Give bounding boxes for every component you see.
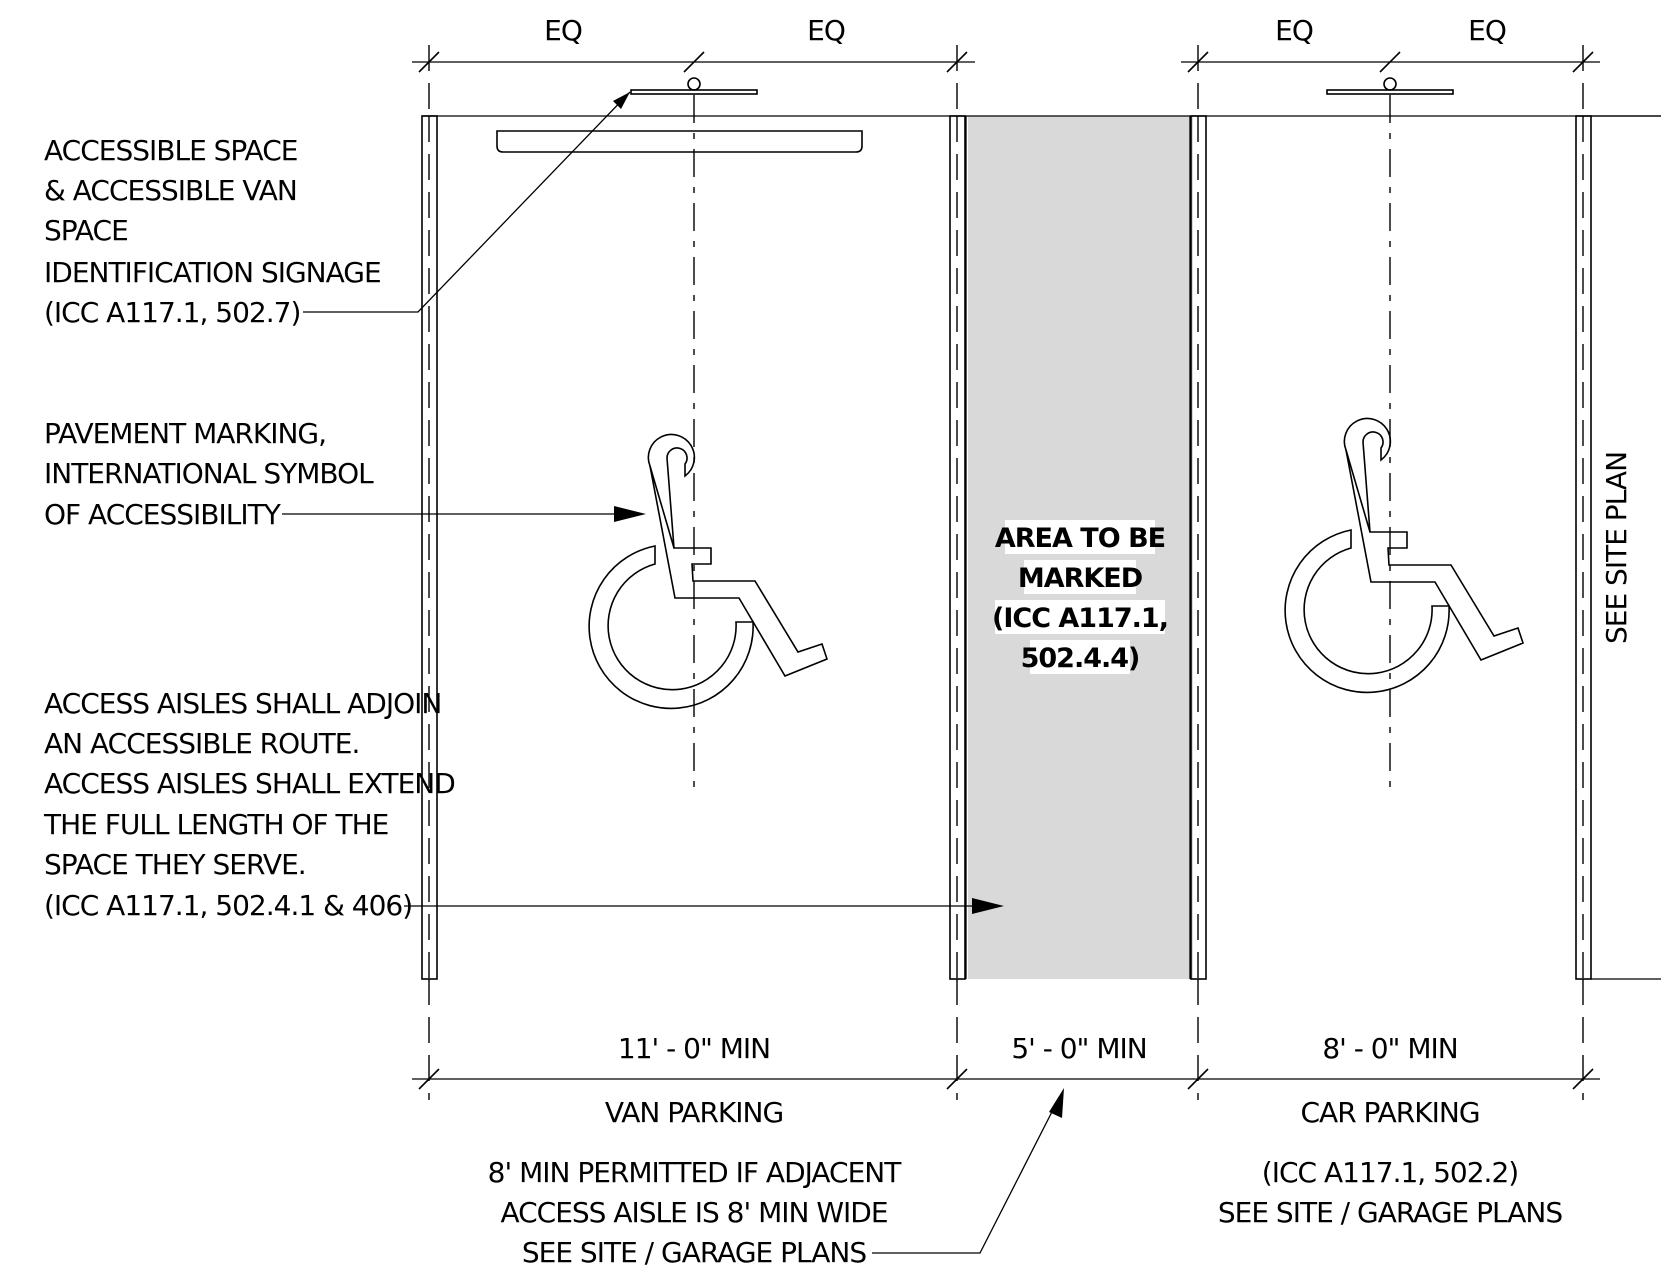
dim-eq-4: EQ <box>1468 14 1506 47</box>
car-reference-note: (ICC A117.1, 502.2) SEE SITE / GARAGE PL… <box>1218 1156 1563 1229</box>
bottom-dimension-line <box>412 1068 1600 1090</box>
dim-van-width: 11' - 0" MIN <box>618 1032 770 1065</box>
svg-text:AN ACCESSIBLE ROUTE.: AN ACCESSIBLE ROUTE. <box>44 727 359 760</box>
dim-eq-1: EQ <box>544 14 582 47</box>
dim-car-width: 8' - 0" MIN <box>1322 1032 1457 1065</box>
svg-text:ACCESS AISLES SHALL EXTEND: ACCESS AISLES SHALL EXTEND <box>44 767 455 800</box>
car-parking-label: CAR PARKING <box>1300 1096 1479 1129</box>
svg-text:(ICC A117.1, 502.2): (ICC A117.1, 502.2) <box>1262 1156 1518 1189</box>
svg-text:(ICC A117.1,: (ICC A117.1, <box>992 603 1168 634</box>
accessibility-symbol-car-icon <box>1284 417 1524 694</box>
van-parking-label: VAN PARKING <box>605 1096 783 1129</box>
svg-text:ACCESS AISLES SHALL ADJOIN: ACCESS AISLES SHALL ADJOIN <box>44 687 441 720</box>
svg-text:& ACCESSIBLE VAN: & ACCESSIBLE VAN <box>44 174 297 207</box>
svg-text:MARKED: MARKED <box>1018 563 1142 594</box>
dim-eq-2: EQ <box>807 14 845 47</box>
see-site-plan-label: SEE SITE PLAN <box>1600 452 1633 644</box>
van-min-note: 8' MIN PERMITTED IF ADJACENT ACCESS AISL… <box>488 1156 904 1269</box>
aisle-area-note: AREA TO BE MARKED (ICC A117.1, 502.4.4) <box>992 520 1169 674</box>
sign-plate-car-icon <box>1326 77 1454 95</box>
top-dimension-lines <box>412 51 1600 73</box>
svg-text:SEE SITE / GARAGE PLANS: SEE SITE / GARAGE PLANS <box>1218 1196 1562 1229</box>
svg-text:502.4.4): 502.4.4) <box>1021 643 1140 674</box>
svg-text:IDENTIFICATION SIGNAGE: IDENTIFICATION SIGNAGE <box>44 256 381 289</box>
dim-eq-3: EQ <box>1275 14 1313 47</box>
access-aisles-note: ACCESS AISLES SHALL ADJOIN AN ACCESSIBLE… <box>43 687 456 922</box>
accessibility-symbol-icon <box>588 433 828 710</box>
dim-aisle-width: 5' - 0" MIN <box>1011 1032 1146 1065</box>
svg-text:SEE SITE / GARAGE PLANS: SEE SITE / GARAGE PLANS <box>522 1236 866 1269</box>
svg-text:(ICC A117.1, 502.7): (ICC A117.1, 502.7) <box>44 296 300 329</box>
svg-text:SPACE: SPACE <box>44 214 128 247</box>
pavement-marking-note: PAVEMENT MARKING, INTERNATIONAL SYMBOL O… <box>44 417 375 531</box>
signage-note: ACCESSIBLE SPACE & ACCESSIBLE VAN SPACE … <box>44 134 382 329</box>
svg-text:8' MIN PERMITTED IF ADJACENT: 8' MIN PERMITTED IF ADJACENT <box>488 1156 903 1189</box>
svg-text:OF ACCESSIBILITY: OF ACCESSIBILITY <box>44 498 282 531</box>
svg-text:SPACE THEY SERVE.: SPACE THEY SERVE. <box>44 848 306 881</box>
svg-text:PAVEMENT MARKING,: PAVEMENT MARKING, <box>44 417 326 450</box>
sign-plate-icon <box>496 77 863 153</box>
svg-text:ACCESSIBLE SPACE: ACCESSIBLE SPACE <box>44 134 297 167</box>
svg-text:THE FULL LENGTH OF THE: THE FULL LENGTH OF THE <box>43 808 388 841</box>
svg-text:(ICC A117.1, 502.4.1 & 406): (ICC A117.1, 502.4.1 & 406) <box>44 889 412 922</box>
svg-text:AREA TO BE: AREA TO BE <box>995 523 1165 554</box>
leader-lines <box>282 91 1064 1254</box>
svg-text:ACCESS AISLE IS 8' MIN WIDE: ACCESS AISLE IS 8' MIN WIDE <box>500 1196 887 1229</box>
svg-text:INTERNATIONAL SYMBOL: INTERNATIONAL SYMBOL <box>44 457 374 490</box>
